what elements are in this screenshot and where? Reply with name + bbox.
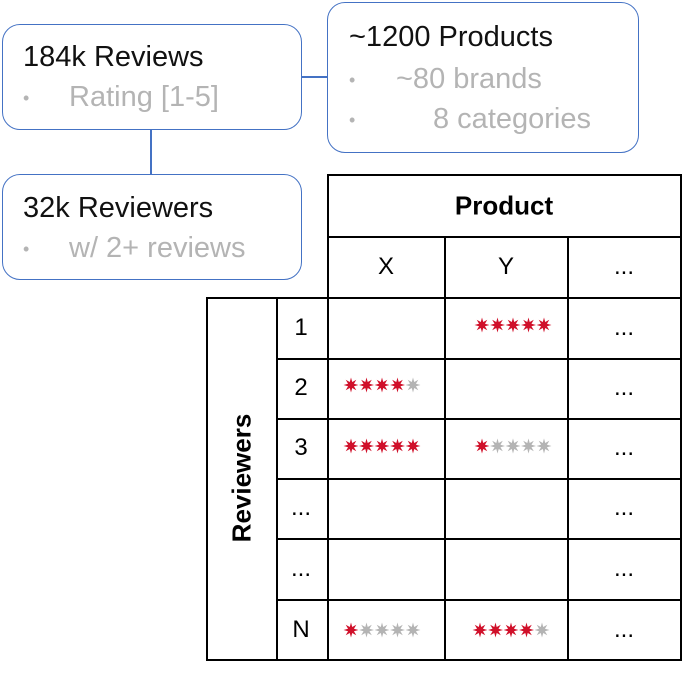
products-bullet-categories: 8 categories [433,103,591,135]
grid-line [680,174,682,661]
star-rating [474,317,552,333]
more-cell: ... [613,616,635,643]
products-title: ~1200 Products [349,21,553,53]
row-label: 3 [294,434,308,461]
reviews-box: 184k Reviews • Rating [1-5] [2,24,302,130]
row-label: 2 [294,374,308,401]
reviewers-box: 32k Reviewers • w/ 2+ reviews [2,174,302,280]
grid-line [276,599,682,601]
column-header-x: X [377,253,395,280]
star-empty-icon [405,377,421,393]
more-cell: ... [613,314,635,341]
column-header-more: ... [613,253,635,280]
star-filled-icon [359,438,374,454]
row-label: 1 [294,314,308,341]
products-bullet-brands: ~80 brands [396,63,542,95]
star-rating [343,377,421,393]
bullet-dot: • [23,239,30,259]
star-empty-icon [505,438,521,454]
star-empty-icon [359,622,374,638]
star-filled-icon [519,622,534,638]
star-filled-icon [343,622,359,638]
grid-line [276,358,682,360]
star-filled-icon [472,622,488,638]
more-cell: ... [613,434,635,461]
row-label: ... [290,555,312,582]
more-cell: ... [613,374,635,401]
grid-line [276,478,682,480]
star-filled-icon [503,622,519,638]
more-cell: ... [613,494,635,521]
grid-line [276,418,682,420]
star-filled-icon [374,438,390,454]
grid-line [567,236,569,661]
star-filled-icon [390,438,405,454]
product-header: Product [454,190,554,221]
star-filled-icon [405,438,421,454]
star-filled-icon [343,377,359,393]
bullet-dot: • [349,70,356,90]
bullet-dot: • [23,88,30,108]
connector-reviews-reviewers [150,129,152,175]
star-filled-icon [374,377,390,393]
star-filled-icon [390,377,405,393]
star-empty-icon [536,438,552,454]
star-empty-icon [390,622,405,638]
star-filled-icon [490,317,505,333]
star-filled-icon [488,622,503,638]
grid-line [327,174,682,176]
grid-line [206,297,208,661]
row-label: N [292,616,310,643]
more-cell: ... [613,555,635,582]
reviewers-bullet-min-reviews: w/ 2+ reviews [69,232,246,264]
star-rating [343,622,421,638]
connector-reviews-products [301,76,328,78]
reviews-bullet-rating: Rating [1-5] [69,81,219,113]
star-filled-icon [474,317,490,333]
star-filled-icon [505,317,521,333]
grid-line [276,297,278,661]
products-box: ~1200 Products • ~80 brands • 8 categori… [327,2,639,153]
grid-line [327,174,329,661]
star-filled-icon [521,317,536,333]
reviewers-title: 32k Reviewers [23,192,214,224]
star-empty-icon [374,622,390,638]
star-filled-icon [359,377,374,393]
star-filled-icon [343,438,359,454]
star-empty-icon [534,622,550,638]
star-rating [472,622,550,638]
column-header-y: Y [497,253,515,280]
star-empty-icon [521,438,536,454]
star-empty-icon [405,622,421,638]
grid-line [327,236,682,238]
star-rating [474,438,552,454]
star-filled-icon [536,317,552,333]
grid-line [444,236,446,661]
row-label: ... [290,494,312,521]
bullet-dot: • [349,110,356,130]
reviews-title: 184k Reviews [23,41,204,73]
grid-line [276,538,682,540]
star-empty-icon [490,438,505,454]
reviewers-header: Reviewers [226,413,257,543]
star-filled-icon [474,438,490,454]
star-rating [343,438,421,454]
